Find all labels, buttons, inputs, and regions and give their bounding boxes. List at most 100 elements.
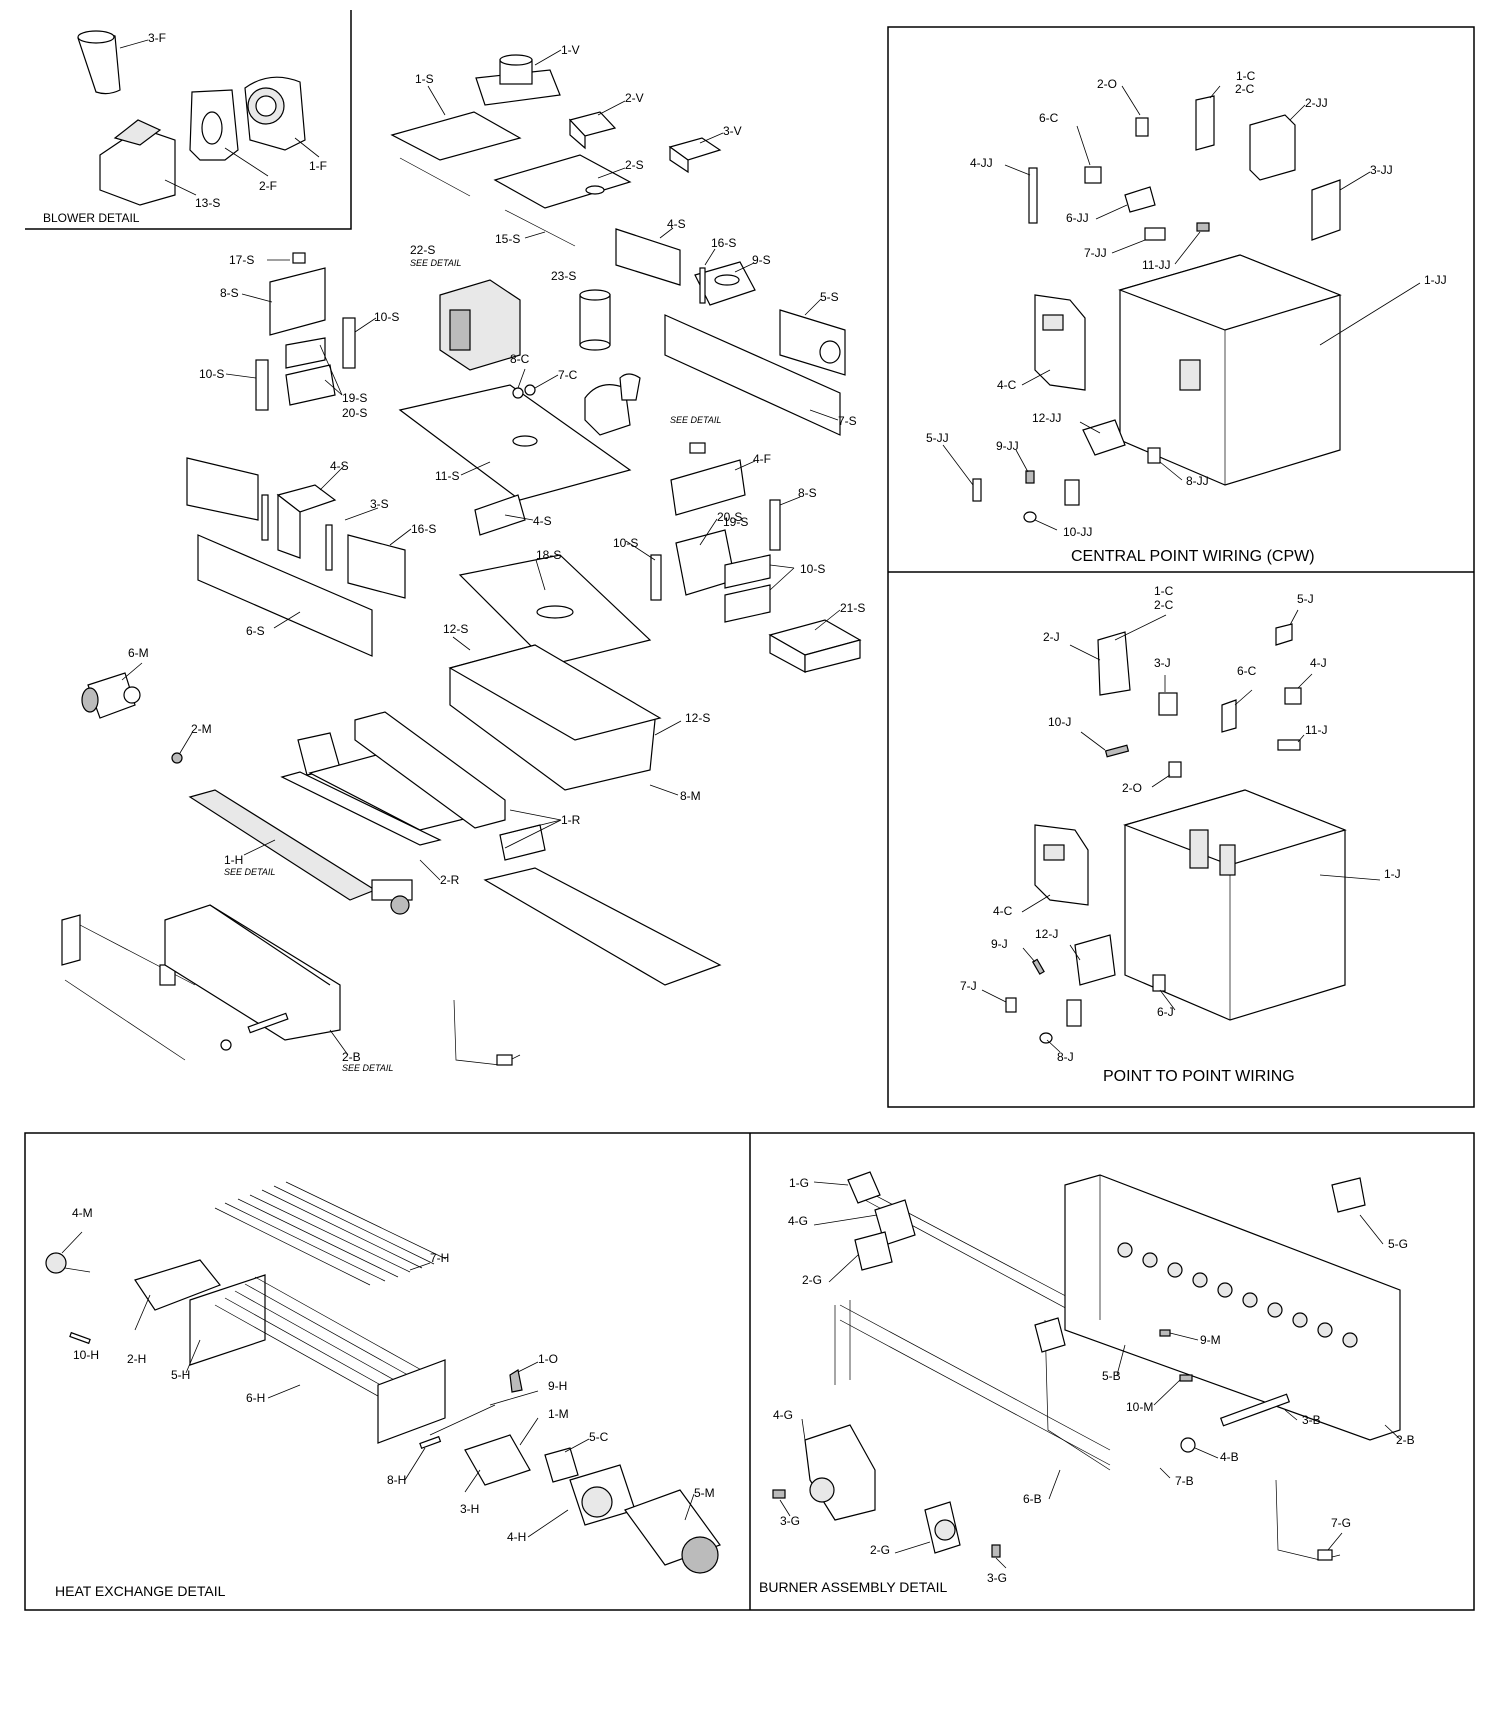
heat-exchange-parts (45, 1181, 721, 1574)
bottom-frame (24, 1132, 1475, 1611)
part-label-19-s: 19-S (342, 391, 367, 405)
part-label-7-h: 7-H (430, 1251, 449, 1265)
part-label-4-c: 4-C (997, 378, 1017, 392)
part-label-2-b: 2-B (1396, 1433, 1415, 1447)
part-label-10-h: 10-H (73, 1348, 99, 1362)
part-label-2-o: 2-O (1122, 781, 1142, 795)
part-label-2-jj: 2-JJ (1305, 96, 1328, 110)
part-label-6-c: 6-C (1039, 111, 1059, 125)
part-label-10-jj: 10-JJ (1063, 525, 1092, 539)
part-labels: 3-F2-F1-F13-S1-V1-S2-V3-V2-S15-S4-S16-S9… (72, 31, 1447, 1585)
part-label-5-s: 5-S (820, 290, 839, 304)
main-parts (61, 54, 862, 1066)
part-label-7-c: 7-C (558, 368, 578, 382)
part-label-1-r: 1-R (561, 813, 581, 827)
part-label-3-jj: 3-JJ (1370, 163, 1393, 177)
part-label-10-s: 10-S (199, 367, 224, 381)
part-label-19-s: 19-S (723, 515, 748, 529)
part-label-1-g: 1-G (789, 1176, 809, 1190)
part-label-1-jj: 1-JJ (1424, 273, 1447, 287)
part-label-16-s: 16-S (411, 522, 436, 536)
part-label-11-jj: 11-JJ (1142, 258, 1170, 272)
part-label-3-b: 3-B (1302, 1413, 1321, 1427)
part-label-21-s: 21-S (840, 601, 865, 615)
part-label-4-s: 4-S (330, 459, 349, 473)
part-label-3-v: 3-V (723, 124, 742, 138)
part-label-8-m: 8-M (680, 789, 701, 803)
part-label-16-s: 16-S (711, 236, 736, 250)
part-label-3-f: 3-F (148, 31, 166, 45)
part-label-2-g: 2-G (870, 1543, 890, 1557)
part-label-4-s: 4-S (533, 514, 552, 528)
part-label-7-b: 7-B (1175, 1474, 1194, 1488)
part-label-10-j: 10-J (1048, 715, 1071, 729)
cpw-title: CENTRAL POINT WIRING (CPW) (1071, 548, 1315, 565)
part-label-17-s: 17-S (229, 253, 254, 267)
part-label-7-j: 7-J (960, 979, 977, 993)
wiring-frame (887, 26, 1475, 1108)
part-label-18-s: 18-S (536, 548, 561, 562)
see-detail-note: SEE DETAIL (224, 867, 275, 877)
part-label-7-g: 7-G (1331, 1516, 1351, 1530)
part-label-20-s: 20-S (717, 510, 742, 524)
see-detail-note: SEE DETAIL (410, 258, 461, 268)
part-label-1-h: 1-H (224, 853, 243, 867)
part-label-13-s: 13-S (195, 196, 220, 210)
part-label-5-g: 5-G (1388, 1237, 1408, 1251)
part-label-4-c: 4-C (993, 904, 1013, 918)
part-label-9-jj: 9-JJ (996, 439, 1019, 453)
part-label-4-g: 4-G (773, 1408, 793, 1422)
part-label-3-s: 3-S (370, 497, 389, 511)
part-label-10-m: 10-M (1126, 1400, 1153, 1414)
part-label-6-b: 6-B (1023, 1492, 1042, 1506)
part-label-2-c: 2-C (1154, 598, 1174, 612)
part-label-8-j: 8-J (1057, 1050, 1074, 1064)
part-label-2-r: 2-R (440, 873, 460, 887)
part-label-4-g: 4-G (788, 1214, 808, 1228)
part-label-2-h: 2-H (127, 1352, 146, 1366)
part-label-6-jj: 6-JJ (1066, 211, 1089, 225)
part-label-2-v: 2-V (625, 91, 644, 105)
part-label-4-b: 4-B (1220, 1450, 1239, 1464)
part-label-1-j: 1-J (1384, 867, 1401, 881)
part-label-5-h: 5-H (171, 1368, 190, 1382)
part-label-7-jj: 7-JJ (1084, 246, 1107, 260)
part-label-5-m: 5-M (694, 1486, 715, 1500)
cpw-parts (972, 95, 1342, 523)
part-label-2-o: 2-O (1097, 77, 1117, 91)
part-label-12-s: 12-S (685, 711, 710, 725)
part-label-5-c: 5-C (589, 1430, 609, 1444)
part-label-3-h: 3-H (460, 1502, 479, 1516)
part-label-6-j: 6-J (1157, 1005, 1174, 1019)
part-label-23-s: 23-S (551, 269, 576, 283)
heat-exchange-title: HEAT EXCHANGE DETAIL (55, 1583, 226, 1599)
part-label-6-c: 6-C (1237, 664, 1257, 678)
blower-detail-title: BLOWER DETAIL (43, 211, 140, 225)
part-label-2-f: 2-F (259, 179, 277, 193)
part-label-12-j: 12-J (1035, 927, 1058, 941)
part-label-4-s: 4-S (667, 217, 686, 231)
part-label-1-c: 1-C (1236, 69, 1256, 83)
part-label-1-m: 1-M (548, 1407, 569, 1421)
part-label-9-h: 9-H (548, 1379, 567, 1393)
part-label-5-jj: 5-JJ (926, 431, 949, 445)
part-label-1-s: 1-S (415, 72, 434, 86)
part-label-2-m: 2-M (191, 722, 212, 736)
part-label-2-b: 2-B (342, 1050, 361, 1064)
part-label-2-j: 2-J (1043, 630, 1060, 644)
part-label-1-v: 1-V (561, 43, 580, 57)
part-label-2-g: 2-G (802, 1273, 822, 1287)
part-label-9-j: 9-J (991, 937, 1008, 951)
part-label-6-s: 6-S (246, 624, 265, 638)
part-label-9-s: 9-S (752, 253, 771, 267)
part-label-3-g: 3-G (780, 1514, 800, 1528)
part-label-11-j: 11-J (1305, 723, 1327, 737)
leader-lines (61, 39, 1421, 1569)
part-label-9-m: 9-M (1200, 1333, 1221, 1347)
part-label-4-j: 4-J (1310, 656, 1327, 670)
part-label-7-s: 7-S (838, 414, 857, 428)
part-label-5-b: 5-B (1102, 1369, 1121, 1383)
part-label-3-j: 3-J (1154, 656, 1171, 670)
part-label-1-c: 1-C (1154, 584, 1174, 598)
